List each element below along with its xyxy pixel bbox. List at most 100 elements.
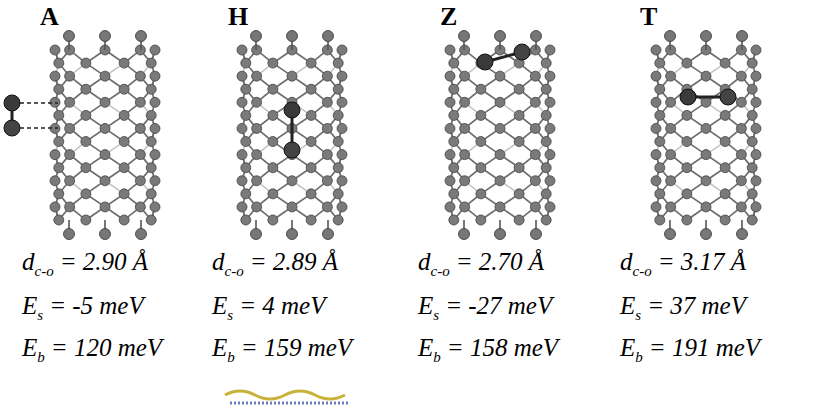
atom xyxy=(333,137,343,147)
atom xyxy=(531,31,542,42)
atom xyxy=(268,110,278,120)
atom xyxy=(651,71,661,81)
atom xyxy=(747,137,757,147)
atom xyxy=(242,111,250,119)
atom xyxy=(268,58,278,68)
atom xyxy=(101,177,109,185)
atom xyxy=(665,229,676,240)
atom xyxy=(682,110,692,120)
atom xyxy=(496,72,504,80)
atom xyxy=(655,110,665,120)
atom xyxy=(136,98,144,106)
atom xyxy=(747,163,757,173)
atom xyxy=(445,202,455,212)
atom xyxy=(461,98,469,106)
atom xyxy=(682,137,692,147)
co-molecule xyxy=(4,95,20,136)
atom xyxy=(337,202,347,212)
co-molecule xyxy=(477,44,530,70)
atom xyxy=(541,137,551,147)
atom xyxy=(50,202,60,212)
atom xyxy=(682,189,692,199)
atom xyxy=(477,54,493,70)
symbol: E xyxy=(418,292,433,319)
atom xyxy=(545,176,555,186)
atom xyxy=(323,98,331,106)
atom xyxy=(306,189,316,199)
atom xyxy=(748,164,756,172)
equation: Eb= 159 meV xyxy=(212,334,352,366)
atom xyxy=(542,164,550,172)
equation: Es= -5 meV xyxy=(22,292,144,324)
atom xyxy=(147,59,155,67)
atom xyxy=(701,123,711,133)
atom xyxy=(476,137,486,147)
atom xyxy=(66,72,74,80)
subscript: c-o xyxy=(633,263,652,279)
atom xyxy=(449,110,459,120)
equation: Eb= 120 meV xyxy=(22,334,162,366)
atom xyxy=(702,177,710,185)
atom xyxy=(66,203,74,211)
atom xyxy=(100,71,110,81)
atom xyxy=(655,58,665,68)
atom xyxy=(656,164,664,172)
atom xyxy=(337,176,347,186)
atom xyxy=(720,163,730,173)
atom xyxy=(655,163,665,173)
atom xyxy=(66,177,74,185)
atom xyxy=(476,110,486,120)
atom xyxy=(333,110,343,120)
atom xyxy=(100,202,110,212)
atom xyxy=(322,176,332,186)
atom xyxy=(147,138,155,146)
atom xyxy=(747,110,757,120)
atom xyxy=(545,45,555,55)
atom xyxy=(545,150,555,160)
atom xyxy=(721,138,729,146)
atom xyxy=(736,123,746,133)
atom xyxy=(651,202,661,212)
value: = 4 meV xyxy=(239,292,325,319)
atom xyxy=(150,123,160,133)
atom xyxy=(449,58,459,68)
atom xyxy=(146,84,156,94)
atom xyxy=(737,31,748,42)
atom xyxy=(253,98,261,106)
atom xyxy=(496,203,504,211)
atom xyxy=(477,111,485,119)
atom xyxy=(65,97,75,107)
atom xyxy=(135,123,145,133)
atom xyxy=(55,216,63,224)
atom xyxy=(530,176,540,186)
atom xyxy=(120,164,128,172)
atom xyxy=(682,215,692,225)
atom xyxy=(651,176,661,186)
equation: dc-o= 2.90 Å xyxy=(22,248,148,280)
atom xyxy=(720,137,730,147)
atom xyxy=(150,202,160,212)
atom xyxy=(666,176,676,186)
atom xyxy=(101,151,109,159)
atom xyxy=(702,98,710,106)
atom xyxy=(514,84,524,94)
atom xyxy=(655,137,665,147)
atom xyxy=(337,45,347,55)
atom xyxy=(333,58,343,68)
equation: Es= 4 meV xyxy=(212,292,325,324)
atom xyxy=(252,123,262,133)
atom xyxy=(242,190,250,198)
atom xyxy=(545,97,555,107)
atom xyxy=(683,111,691,119)
atom xyxy=(241,110,251,120)
atom xyxy=(287,202,297,212)
atom xyxy=(495,229,506,240)
atom xyxy=(268,189,278,199)
atom xyxy=(120,216,128,224)
atom xyxy=(530,71,540,81)
atom xyxy=(268,137,278,147)
atom xyxy=(461,151,469,159)
equation: Es= 37 meV xyxy=(620,292,746,324)
atom xyxy=(81,163,91,173)
atom xyxy=(81,84,91,94)
